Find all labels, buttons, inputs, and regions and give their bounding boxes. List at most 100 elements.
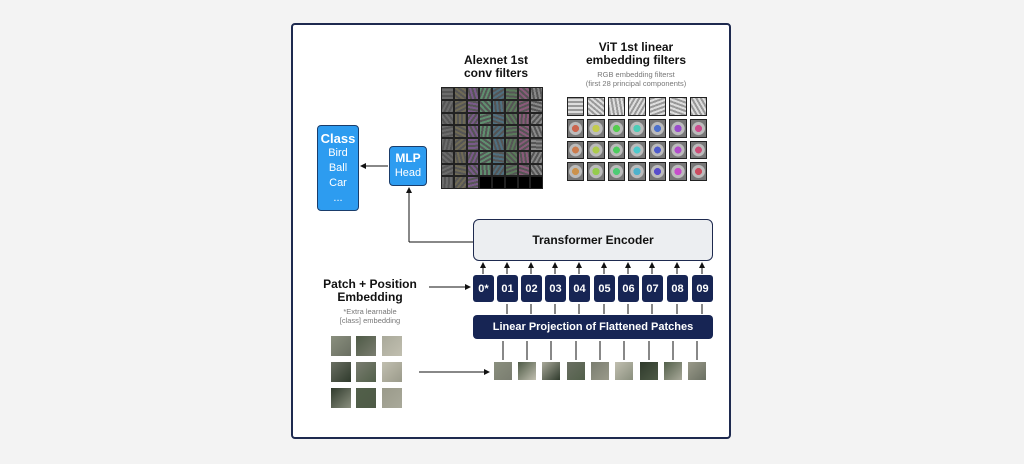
vit-filter-cell [689,97,707,116]
vit-filter-cell [689,162,707,181]
token-5: 05 [594,275,615,302]
alexnet-filter-cell [504,138,518,151]
alexnet-filter-cell [453,112,467,126]
alexnet-filter-cell [530,150,543,164]
flattened-patch [493,361,513,381]
alexnet-filter-cell [517,138,531,151]
image-patch [355,387,377,409]
alexnet-filter-cell [453,125,467,138]
alexnet-filter-cell [466,176,480,189]
alexnet-filter-cell [479,150,492,164]
alexnet-filter-cell [530,138,543,151]
alexnet-filter-cell [492,87,505,100]
image-patch [381,361,403,383]
alexnet-title-line1: Alexnet 1st [463,53,529,67]
alexnet-filter-cell [517,87,531,100]
transformer-encoder-box: Transformer Encoder [473,219,713,261]
vit-filter-cell [567,140,585,160]
image-patch [381,387,403,409]
token-8: 08 [667,275,688,302]
alexnet-filter-cell [530,99,543,113]
flattened-patch [517,361,537,381]
patch-embedding-note: *Extra learnable [class] embedding [313,307,427,325]
alexnet-filter-cell [504,150,518,164]
alexnet-filter-cell [453,176,467,189]
flattened-patch [663,361,683,381]
vit-filter-cell [567,162,585,181]
vit-filter-cell [669,162,687,181]
patch-embedding-note-line1: *Extra learnable [343,307,397,316]
alexnet-filter-cell [466,150,480,164]
alexnet-filter-cell [492,125,505,138]
alexnet-title-line2: conv filters [463,66,529,80]
alexnet-filter-grid [441,87,543,189]
alexnet-filter-cell [479,125,492,138]
token-7: 07 [642,275,663,302]
class-item-ball: Ball [328,162,348,174]
alexnet-filter-cell [479,138,492,151]
mlp-subtitle: Head [394,167,422,179]
alexnet-filter-cell [504,112,518,126]
token-2: 02 [521,275,542,302]
vit-filter-grid [567,97,707,181]
alexnet-filter-cell [479,176,492,189]
alexnet-filter-cell [530,125,543,138]
vit-filter-cell [648,162,667,181]
token-9: 09 [692,275,713,302]
image-patch [355,335,377,357]
vit-filter-cell [607,162,626,181]
alexnet-filter-cell [441,87,454,100]
vit-filter-cell [689,118,707,138]
alexnet-filter-cell [530,87,543,100]
token-3: 03 [545,275,566,302]
alexnet-filter-cell [517,163,531,177]
patch-embedding-title: Patch + Position Embedding [313,278,427,304]
vit-title-line1: ViT 1st linear [598,40,674,54]
alexnet-filter-cell [517,112,531,126]
vit-filter-cell [648,140,667,160]
vit-filter-cell [587,97,605,116]
vit-filter-cell [607,118,626,138]
diagram-panel: Alexnet 1st conv filters ViT 1st linear … [291,23,731,439]
alexnet-title: Alexnet 1st conv filters [441,54,551,80]
alexnet-filter-cell [492,176,505,189]
patch-embedding-title-line1: Patch + Position [323,277,417,291]
flattened-patch [687,361,707,381]
alexnet-filter-cell [492,99,505,113]
vit-filter-cell [648,97,667,116]
token-6: 06 [618,275,639,302]
vit-filter-cell [669,97,687,116]
flattened-patch [590,361,610,381]
token-4: 04 [569,275,590,302]
alexnet-filter-cell [466,87,480,100]
alexnet-filter-cell [441,138,454,151]
patch-embedding-note-line2: [class] embedding [339,316,401,325]
vit-filter-cell [689,140,707,160]
mlp-title: MLP [395,151,421,165]
alexnet-filter-cell [504,176,518,189]
alexnet-filter-cell [530,163,543,177]
vit-filter-cell [628,140,646,160]
alexnet-filter-cell [479,112,492,126]
alexnet-filter-cell [504,99,518,113]
alexnet-filter-cell [441,150,454,164]
image-patch [330,387,352,409]
vit-filter-cell [607,140,626,160]
alexnet-filter-cell [441,176,454,189]
alexnet-filter-cell [453,150,467,164]
image-patch [355,361,377,383]
alexnet-filter-cell [479,87,492,100]
mlp-head-box: MLP Head [389,146,427,186]
alexnet-filter-cell [466,99,480,113]
vit-title: ViT 1st linear embedding filters [561,41,711,67]
alexnet-filter-cell [466,138,480,151]
alexnet-filter-cell [466,112,480,126]
image-patch [381,335,403,357]
alexnet-filter-cell [453,138,467,151]
linear-projection-box: Linear Projection of Flattened Patches [473,315,713,339]
token-0: 0* [473,275,494,302]
alexnet-filter-cell [466,125,480,138]
class-title: Class [320,131,356,146]
vit-filter-cell [567,97,585,116]
alexnet-filter-cell [504,87,518,100]
